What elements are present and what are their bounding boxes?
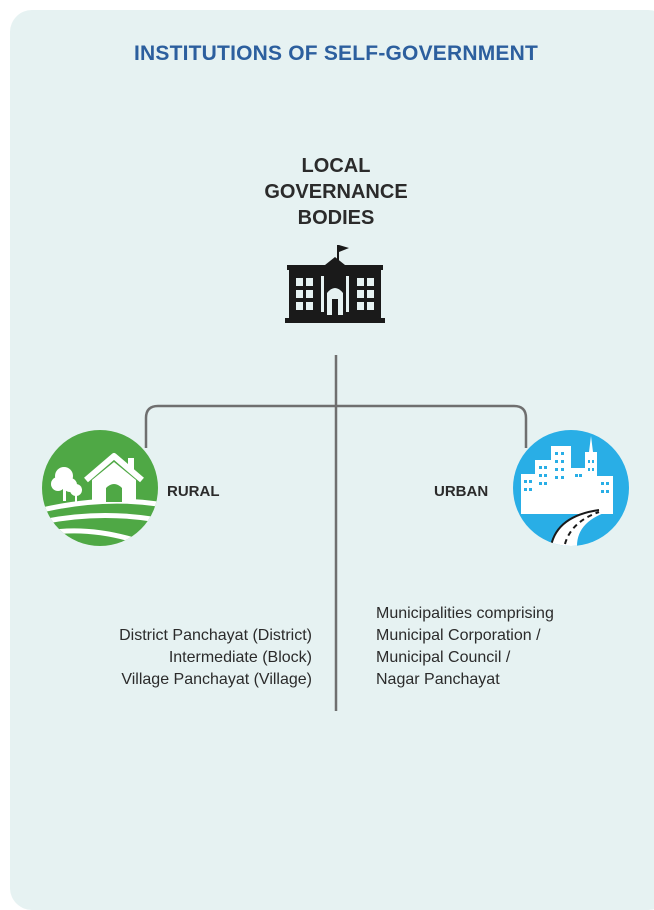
list-item: Municipalities comprising [376, 605, 554, 622]
rural-bodies-list: District Panchayat (District) Intermedia… [119, 625, 312, 691]
diagram-title: INSTITUTIONS OF SELF-GOVERNMENT [133, 42, 539, 65]
list-item: Village Panchayat (Village) [121, 671, 312, 688]
urban-badge [513, 430, 629, 546]
farmhouse-field-icon [42, 453, 158, 546]
tree-connector [144, 355, 528, 711]
heading-line: BODIES [297, 207, 375, 229]
urban-label: URBAN [434, 483, 489, 500]
urban-bodies-list: Municipalities comprising Municipal Corp… [376, 603, 554, 691]
rural-label: RURAL [167, 483, 220, 500]
list-item: Municipal Council / [376, 649, 511, 666]
rural-badge [42, 430, 158, 546]
heading-line: GOVERNANCE [264, 181, 408, 203]
list-item: Nagar Panchayat [376, 671, 500, 688]
root-node-heading: LOCAL GOVERNANCE BODIES [236, 153, 436, 231]
heading-line: LOCAL [301, 155, 371, 177]
city-skyline-road-icon [521, 436, 613, 546]
branch-bracket-line [144, 404, 528, 448]
government-building-icon [285, 245, 385, 323]
list-item: Municipal Corporation / [376, 627, 541, 644]
list-item: Intermediate (Block) [168, 649, 312, 666]
list-item: District Panchayat (District) [119, 627, 312, 644]
